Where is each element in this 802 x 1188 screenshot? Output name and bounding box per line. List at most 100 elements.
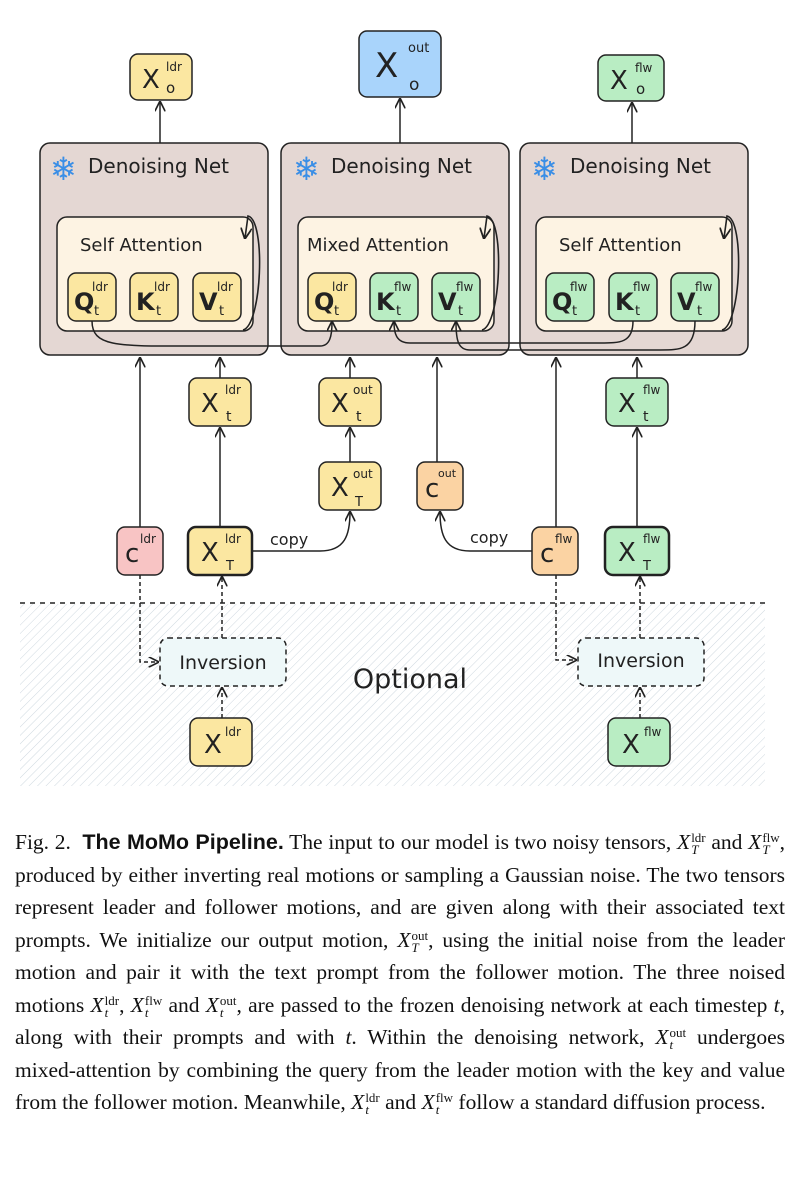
self-loop-arrow — [482, 215, 500, 331]
svg-text:Q: Q — [552, 288, 572, 316]
query-box: Q ldr t — [67, 272, 117, 322]
x-ldr-input: X ldr — [189, 717, 253, 767]
value-box: V flw t — [670, 272, 720, 322]
net-title-left: Denoising Net — [88, 154, 229, 178]
self-attention-label-left: Self Attention — [80, 235, 203, 256]
copy-arrow-left — [252, 512, 350, 552]
svg-text:K: K — [136, 288, 156, 316]
svg-text:V: V — [677, 288, 696, 316]
svg-text:c: c — [125, 539, 139, 569]
svg-text:flw: flw — [644, 725, 662, 739]
svg-text:X: X — [204, 730, 222, 760]
svg-text:flw: flw — [555, 532, 573, 546]
svg-text:t: t — [334, 304, 339, 319]
svg-text:t: t — [219, 304, 224, 319]
net-title-middle: Denoising Net — [331, 154, 472, 178]
svg-text:X: X — [610, 66, 628, 96]
snowflake-icon: ❄ — [293, 151, 320, 187]
dashed-arrow — [555, 575, 576, 660]
svg-text:ldr: ldr — [332, 280, 348, 294]
xT-out: X out T — [318, 461, 382, 511]
xt-ldr: X ldr t — [188, 377, 252, 427]
caption-title: The MoMo Pipeline. — [82, 830, 284, 854]
svg-text:t: t — [94, 304, 99, 319]
self-attention-label-right: Self Attention — [559, 235, 682, 256]
output-x0-flw: X flw o — [597, 54, 665, 102]
svg-text:Inversion: Inversion — [179, 652, 266, 674]
svg-text:X: X — [618, 389, 636, 419]
svg-text:X: X — [331, 389, 349, 419]
svg-text:c: c — [425, 474, 439, 504]
svg-text:K: K — [376, 288, 396, 316]
svg-text:t: t — [396, 304, 401, 319]
momo-pipeline-diagram: Optional ❄ Denoising Net Self Attention … — [20, 30, 768, 786]
output-x0-ldr: X ldr o — [129, 53, 193, 101]
svg-text:t: t — [635, 304, 640, 319]
xT-ldr: X ldr T — [186, 525, 254, 577]
qkv-right: Q flw t K flw t V flw t — [545, 272, 720, 322]
copy-label-left: copy — [270, 530, 308, 549]
svg-text:out: out — [438, 467, 457, 480]
svg-text:flw: flw — [635, 61, 653, 75]
svg-text:T: T — [354, 495, 363, 510]
output-x0-out: X out o — [358, 30, 442, 98]
dashed-arrow — [139, 575, 158, 662]
self-loop-arrow — [243, 215, 261, 331]
snowflake-icon: ❄ — [531, 151, 558, 187]
svg-text:t: t — [156, 304, 161, 319]
value-box: V ldr t — [192, 272, 242, 322]
svg-text:ldr: ldr — [154, 280, 170, 294]
denoising-net-left: ❄ Denoising Net Self Attention — [39, 142, 269, 356]
svg-text:V: V — [199, 288, 218, 316]
svg-text:X: X — [375, 46, 398, 86]
svg-text:Q: Q — [74, 288, 94, 316]
svg-text:t: t — [697, 304, 702, 319]
svg-text:Q: Q — [314, 288, 334, 316]
svg-text:flw: flw — [643, 383, 661, 397]
svg-text:out: out — [408, 41, 429, 56]
svg-text:ldr: ldr — [92, 280, 108, 294]
svg-text:ldr: ldr — [140, 532, 156, 546]
svg-text:T: T — [642, 559, 651, 574]
svg-text:ldr: ldr — [225, 725, 241, 739]
svg-text:K: K — [615, 288, 635, 316]
svg-text:X: X — [201, 538, 219, 568]
self-loop-arrow — [722, 215, 740, 331]
svg-text:c: c — [540, 539, 554, 569]
denoising-net-right: ❄ Denoising Net Self Attention — [519, 142, 749, 356]
svg-text:flw: flw — [456, 280, 474, 294]
value-box: V flw t — [431, 272, 481, 322]
inversion-right: Inversion — [577, 637, 705, 687]
svg-text:o: o — [409, 75, 419, 95]
figure-caption: Fig. 2. The MoMo Pipeline. The input to … — [15, 830, 786, 1118]
xT-flw: X flw T — [603, 525, 671, 577]
svg-text:ldr: ldr — [166, 60, 182, 74]
svg-text:ldr: ldr — [225, 532, 241, 546]
value-transfer-arrow — [456, 321, 696, 351]
query-box: Q flw t — [545, 272, 595, 322]
svg-text:t: t — [643, 409, 649, 425]
svg-text:ldr: ldr — [225, 383, 241, 397]
xt-flw: X flw t — [605, 377, 669, 427]
svg-text:X: X — [622, 730, 640, 760]
optional-label: Optional — [353, 664, 467, 695]
query-transfer-arrow — [91, 321, 332, 347]
key-transfer-arrow — [394, 321, 634, 344]
svg-text:t: t — [572, 304, 577, 319]
key-box: K flw t — [608, 272, 658, 322]
svg-text:flw: flw — [695, 280, 713, 294]
svg-text:Inversion: Inversion — [597, 650, 684, 672]
svg-text:o: o — [636, 80, 645, 98]
key-box: K flw t — [369, 272, 419, 322]
svg-text:flw: flw — [633, 280, 651, 294]
svg-text:t: t — [458, 304, 463, 319]
inversion-left: Inversion — [159, 637, 287, 687]
